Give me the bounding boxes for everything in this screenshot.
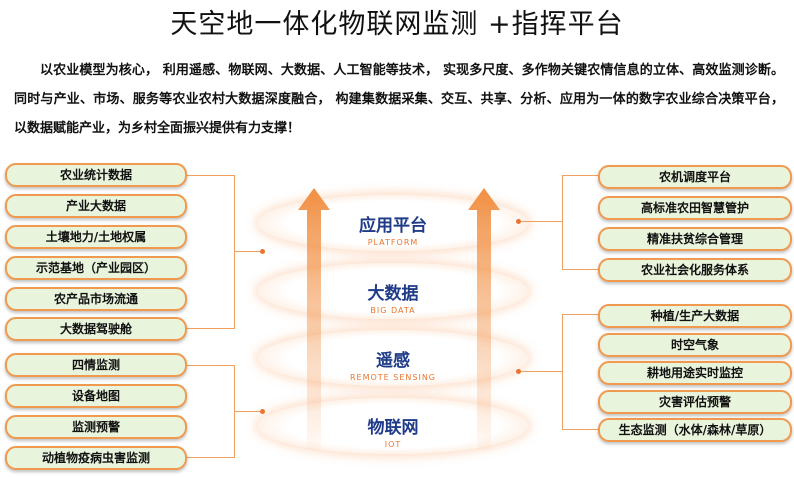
left-item-industry-data[interactable]: 产业大数据 [5, 194, 187, 218]
connector-dot [260, 409, 265, 414]
right-item-weather[interactable]: 时空气象 [598, 333, 792, 357]
left-item-device-map[interactable]: 设备地图 [5, 384, 187, 408]
right-item-poverty[interactable]: 精准扶贫综合管理 [598, 227, 792, 251]
connector-right-upper [562, 175, 598, 270]
left-item-four-conditions[interactable]: 四情监测 [5, 353, 187, 377]
connector-dot [516, 219, 521, 224]
right-item-disaster[interactable]: 灾害评估预警 [598, 390, 792, 414]
connector-left-upper [184, 175, 235, 329]
connector-left-upper-stub [235, 251, 263, 252]
left-item-cockpit[interactable]: 大数据驾驶舱 [5, 317, 187, 341]
connector-dot [516, 369, 521, 374]
connector-right-lower [562, 314, 598, 430]
layer-subtitle-iot: IOT [384, 440, 402, 449]
page-title: 天空地一体化物联网监测 +指挥平台 [170, 9, 624, 40]
left-item-soil-land[interactable]: 土壤地力/土地权属 [5, 225, 187, 249]
left-item-market[interactable]: 农产品市场流通 [5, 287, 187, 311]
up-arrow-icon [468, 188, 500, 450]
right-item-farmland[interactable]: 高标准农田智慧管护 [598, 196, 792, 220]
right-item-social-service[interactable]: 农业社会化服务体系 [598, 258, 792, 282]
layer-title-bigdata: 大数据 [367, 284, 419, 304]
left-item-stats-data[interactable]: 农业统计数据 [5, 163, 187, 187]
right-item-machinery[interactable]: 农机调度平台 [598, 165, 792, 189]
layer-title-remote-sensing: 遥感 [376, 351, 410, 371]
left-item-demo-base[interactable]: 示范基地（产业园区） [5, 256, 187, 280]
layer-subtitle-remote-sensing: REMOTE SENSING [349, 373, 437, 382]
left-item-pest-monitor[interactable]: 动植物疫病虫害监测 [5, 446, 187, 470]
layer-subtitle-platform: PLATFORM [367, 238, 419, 247]
layer-title-platform: 应用平台 [359, 216, 427, 236]
connector-right-upper-stub [520, 221, 562, 222]
right-item-ecology[interactable]: 生态监测（水体/森林/草原） [598, 418, 792, 442]
right-item-planting-data[interactable]: 种植/生产大数据 [598, 304, 792, 328]
left-item-warning[interactable]: 监测预警 [5, 415, 187, 439]
intro-paragraph: 以农业模型为核心， 利用遥感、物联网、大数据、人工智能等技术， 实现多尺度、多作… [14, 63, 784, 136]
connector-dot [260, 249, 265, 254]
connector-right-lower-stub [520, 371, 562, 372]
connector-left-lower-stub [235, 411, 263, 412]
connector-left-lower [184, 365, 235, 458]
layer-title-iot: 物联网 [367, 418, 419, 438]
layer-subtitle-bigdata: BIG DATA [370, 306, 416, 315]
up-arrow-icon [298, 188, 330, 450]
right-item-land-use[interactable]: 耕地用途实时监控 [598, 361, 792, 385]
